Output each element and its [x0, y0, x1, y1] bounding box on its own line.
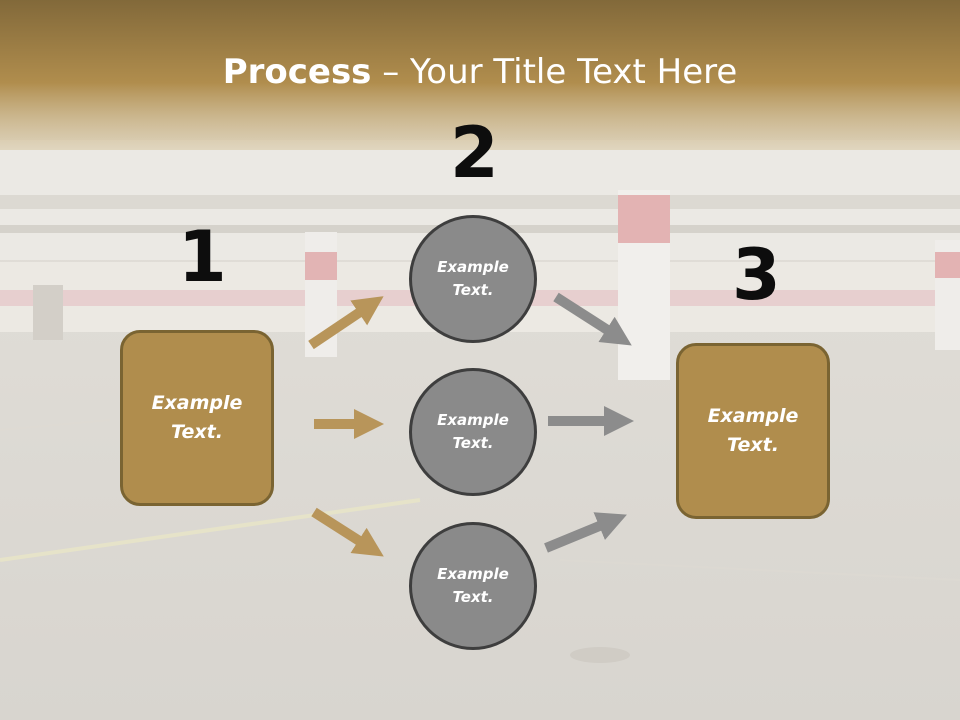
title-bold: Process — [222, 52, 372, 92]
top-circle: Example Text. — [409, 215, 537, 343]
top-circle-text: Example Text. — [437, 257, 509, 299]
step-number-3: 3 — [732, 234, 781, 316]
left-box: Example Text. — [120, 330, 274, 506]
title-rest: – Your Title Text Here — [371, 52, 738, 92]
right-box: Example Text. — [676, 343, 830, 519]
left-box-text: Example Text. — [151, 391, 243, 443]
bottom-circle: Example Text. — [409, 522, 537, 650]
step-number-2: 2 — [450, 112, 499, 194]
middle-circle-text: Example Text. — [437, 410, 509, 452]
step-number-1: 1 — [178, 216, 227, 298]
slide-title: Process – Your Title Text Here — [0, 52, 960, 92]
right-box-text: Example Text. — [707, 404, 799, 456]
middle-circle: Example Text. — [409, 368, 537, 496]
bottom-circle-text: Example Text. — [437, 564, 509, 606]
